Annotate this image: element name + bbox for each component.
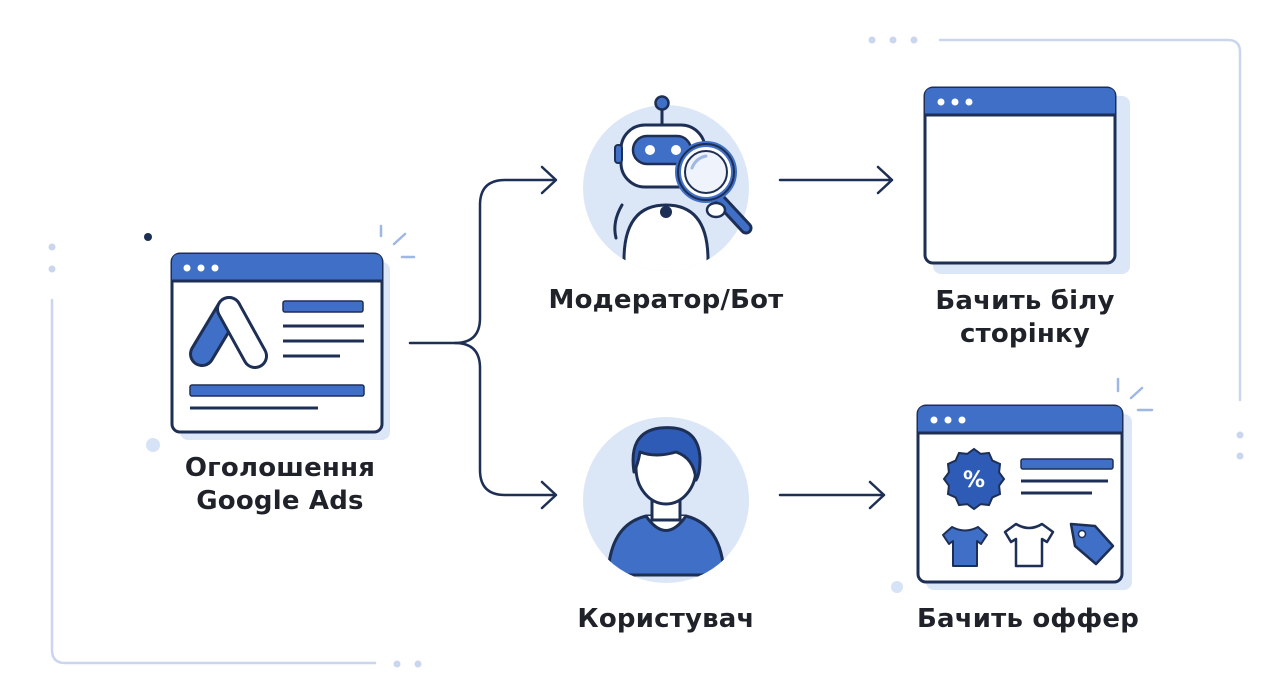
connectors	[408, 165, 894, 510]
price-tag-icon	[1069, 522, 1115, 566]
white-page-label-line-2: сторінку	[959, 318, 1091, 349]
discount-badge-icon: %	[942, 447, 1006, 511]
google-ads-window-icon	[170, 252, 390, 440]
tshirt-outline-icon	[1003, 522, 1055, 568]
discount-badge-label: %	[963, 468, 985, 493]
offer-label-line-1: Бачить оффер	[916, 604, 1140, 634]
arrow-to-bot	[540, 165, 558, 195]
blank-browser-window-icon	[923, 86, 1130, 274]
user-label-line-1: Користувач	[577, 604, 755, 634]
ad-label-line-2: Google Ads	[196, 485, 364, 516]
ad-label-line-1: Оголошення	[184, 453, 376, 483]
bot-label-line-1: Модератор/Бот	[548, 285, 784, 315]
arrow-to-user	[540, 480, 558, 510]
tshirt-icon	[942, 526, 988, 567]
bot-label: Модератор/Бот	[510, 284, 822, 317]
user-label: Користувач	[520, 603, 812, 636]
robot-with-magnifier-icon	[583, 95, 753, 271]
offer-browser-window-icon: %	[916, 404, 1132, 590]
ad-label: Оголошення Google Ads	[140, 452, 420, 517]
offer-label: Бачить оффер	[880, 603, 1176, 636]
decorative-frame	[48, 36, 1244, 668]
white-page-label: Бачить білу сторінку	[880, 285, 1170, 350]
branch-connector	[408, 178, 557, 345]
user-avatar-icon	[583, 417, 749, 583]
arrow-user-to-offer	[778, 480, 886, 510]
arrow-bot-to-white-page	[778, 165, 894, 195]
white-page-label-line-1: Бачить білу	[935, 286, 1115, 316]
